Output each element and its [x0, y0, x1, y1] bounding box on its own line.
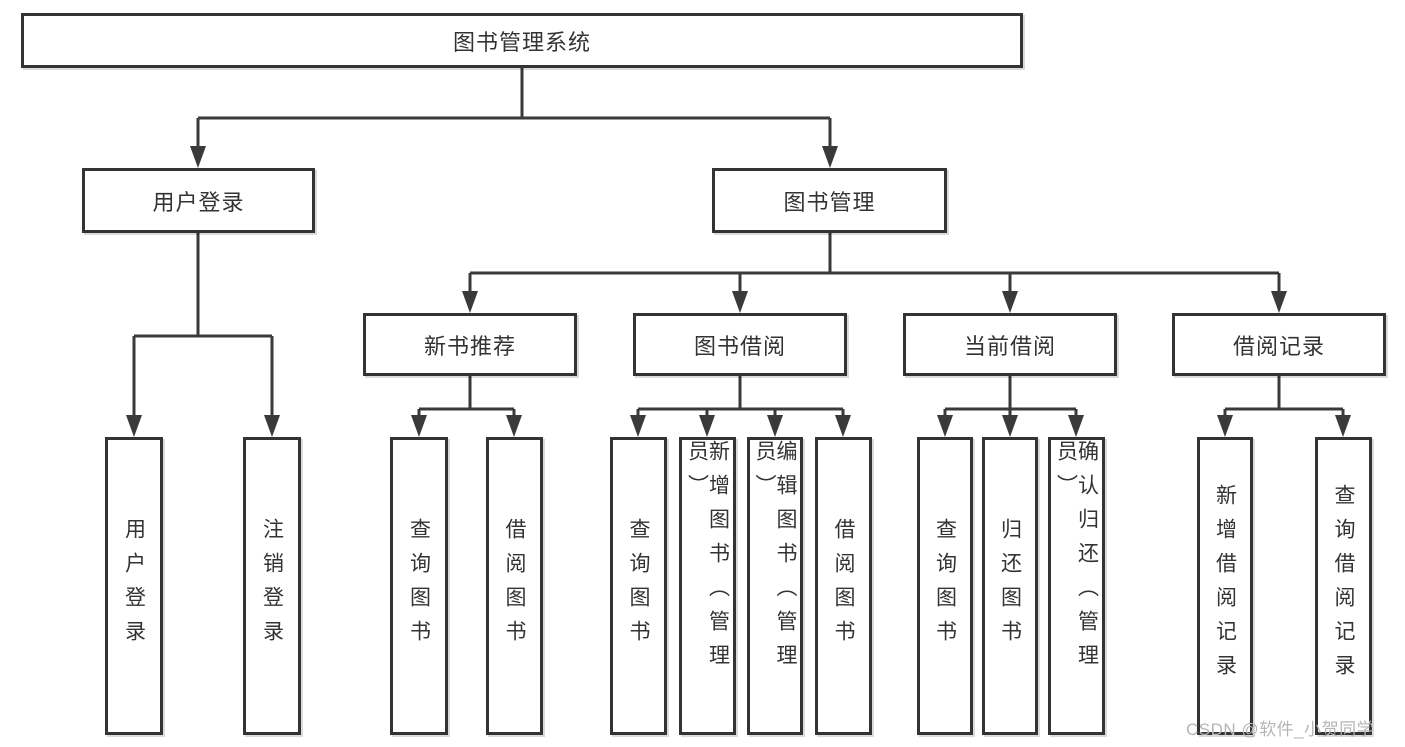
node-label: 查询借阅记录 — [1332, 484, 1355, 688]
leaf-borrow-books-recommend: 借阅图书 — [486, 437, 543, 735]
node-library-system: 图书管理系统 — [21, 13, 1023, 68]
leaf-edit-books-admin: 编辑图书（管理员） — [747, 437, 803, 735]
node-label: 借阅图书 — [503, 518, 526, 654]
node-label: 编辑图书（管理员） — [753, 440, 797, 678]
leaf-add-borrow-record: 新增借阅记录 — [1197, 437, 1253, 735]
node-book-management: 图书管理 — [712, 168, 947, 233]
node-label: 用户登录 — [122, 518, 146, 654]
node-current-borrowing: 当前借阅 — [903, 313, 1117, 376]
node-user-login: 用户登录 — [82, 168, 315, 233]
leaf-query-books-current: 查询图书 — [917, 437, 973, 735]
node-label: 确认归还（管理员） — [1054, 440, 1099, 678]
node-label: 查询图书 — [627, 518, 650, 654]
node-new-book-recommend: 新书推荐 — [363, 313, 577, 376]
leaf-return-books: 归还图书 — [982, 437, 1038, 735]
leaf-add-books-admin: 新增图书（管理员） — [679, 437, 736, 735]
leaf-query-borrow-record: 查询借阅记录 — [1315, 437, 1372, 735]
watermark-text: CSDN @软件_小贺同学 — [1186, 720, 1375, 739]
node-label: 新书推荐 — [423, 333, 516, 359]
node-label: 注销登录 — [260, 518, 284, 654]
node-label: 借阅记录 — [1232, 333, 1325, 359]
leaf-user-login: 用户登录 — [105, 437, 163, 735]
node-label: 新增借阅记录 — [1213, 484, 1237, 688]
node-label: 归还图书 — [998, 518, 1022, 654]
node-label: 图书借阅 — [693, 333, 786, 359]
node-label: 图书管理系统 — [452, 29, 591, 55]
leaf-borrow-books-borrowing: 借阅图书 — [815, 437, 872, 735]
node-label: 新增图书（管理员） — [685, 440, 730, 678]
leaf-query-books-borrowing: 查询图书 — [610, 437, 667, 735]
node-book-borrowing: 图书借阅 — [633, 313, 847, 376]
leaf-query-books-recommend: 查询图书 — [390, 437, 448, 735]
leaf-logout-login: 注销登录 — [243, 437, 301, 735]
node-label: 图书管理 — [783, 189, 876, 215]
node-borrowing-records: 借阅记录 — [1172, 313, 1386, 376]
leaf-confirm-return-admin: 确认归还（管理员） — [1048, 437, 1105, 735]
node-label: 查询图书 — [407, 518, 431, 654]
node-label: 借阅图书 — [832, 518, 855, 654]
node-label: 用户登录 — [152, 189, 245, 215]
node-label: 查询图书 — [933, 518, 957, 654]
node-label: 当前借阅 — [963, 333, 1056, 359]
